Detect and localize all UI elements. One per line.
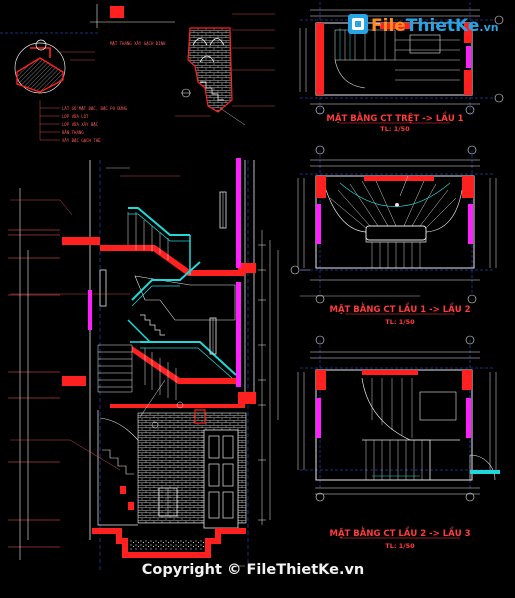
stair-step-detail: MẶT THANG XÂY GẠCH ĐINH LÁT GỖ MẶT BẬC, …: [0, 4, 275, 143]
plan-2-title: MẶT BẰNG CT LẦU 1 -> LẦU 2: [329, 302, 470, 315]
detail-note-2: LỚP VỮA LÓT: [62, 114, 89, 119]
plan-1-scale: TL: 1/50: [380, 125, 410, 133]
plan-3-scale: TL: 1/50: [385, 542, 415, 550]
svg-text:FileThietKe.vn: FileThietKe.vn: [371, 16, 499, 36]
detail-note-5: XÂY BẬC GẠCH THẺ: [62, 138, 101, 143]
logo-word-file: File: [371, 16, 406, 36]
plan-2-outline: [315, 175, 475, 269]
detail-note-4: BẢN THANG: [62, 130, 84, 135]
glass-panel: [236, 158, 241, 268]
plan-2-landing: [365, 225, 427, 241]
svg-text:MẶT THANG XÂY GẠCH ĐINH: MẶT THANG XÂY GẠCH ĐINH: [110, 41, 166, 46]
detail-note-3: LỚP VỮA XÂY BẬC: [62, 122, 99, 127]
stair-flight-upper: [100, 245, 245, 276]
plan-2-scale: TL: 1/50: [385, 318, 415, 326]
logo-word-vn: .vn: [479, 21, 498, 34]
plan-2: MẶT BẰNG CT LẦU 1 -> LẦU 2 TL: 1/50: [297, 145, 497, 326]
stair-flight-middle: [132, 346, 240, 384]
plan-3-outline: [315, 369, 473, 481]
plan-3-title: MẶT BẰNG CT LẦU 2 -> LẦU 3: [329, 526, 470, 539]
level-marks: [8, 229, 60, 548]
filethietke-logo: FileThietKe.vn: [348, 14, 499, 36]
brick-stair-detail: [187, 27, 233, 113]
detail-callout-circle: [14, 42, 66, 94]
detail-header-mark: [110, 6, 124, 18]
floor-slab-upper: [62, 237, 100, 245]
stair-section: [8, 158, 310, 570]
plan-1-title: MẶT BẰNG CT TRỆT -> LẦU 1: [326, 111, 463, 124]
plan-3: MẶT BẰNG CT LẦU 2 -> LẦU 3 TL: 1/50: [297, 335, 500, 550]
door: [203, 429, 239, 529]
logo-word-thietke: ThietKe: [406, 16, 480, 36]
plan-1: MẶT BẰNG CT TRỆT -> LẦU 1 TL: 1/50: [299, 2, 504, 133]
detail-note-1: LÁT GỖ MẶT BẬC, BẬC PU ĐỨNG: [62, 106, 128, 111]
foundation: [92, 528, 246, 558]
copyright-watermark: Copyright © FileThietKe.vn: [142, 562, 365, 578]
